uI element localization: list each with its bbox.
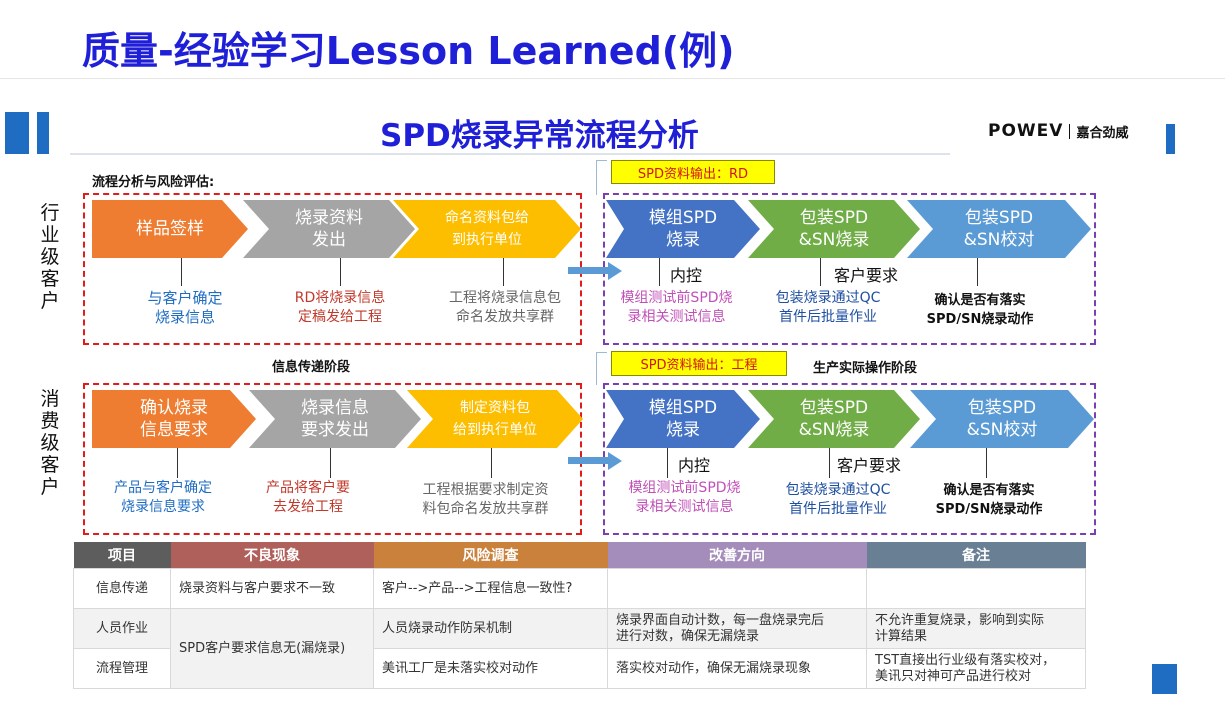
connector-line: [181, 258, 182, 286]
connector-line: [340, 258, 341, 286]
label-internal-control: 内控: [670, 266, 703, 285]
step-label: 包装SPD &SN烧录: [798, 208, 870, 250]
note-product-confirm: 产品与客户确定 烧录信息要求: [114, 480, 212, 515]
step-package-to-executor: 命名资料包给 到执行单位: [393, 200, 581, 258]
row-label-consumer: 消费级客户: [40, 388, 60, 498]
note-confirm-with-customer: 与客户确定 烧录信息: [147, 289, 223, 326]
header-risk: 风险调查: [373, 542, 608, 569]
note-confirm-burn: 确认是否有落实 SPD/SN烧录动作: [935, 483, 1043, 517]
step-module-spd-burn: 模组SPD 烧录: [606, 200, 760, 258]
step-label: 包装SPD &SN校对: [963, 208, 1035, 250]
step-label: 模组SPD 烧录: [648, 208, 718, 250]
section-title: SPD烧录异常流程分析: [380, 118, 699, 154]
lesson-summary-table: 项目 不良现象 风险调查 改善方向 备注 信息传递 烧录资料与客户要求不一致 客…: [73, 542, 1086, 689]
step-module-spd-burn: 模组SPD 烧录: [606, 390, 760, 448]
tag-bracket-top: [596, 160, 607, 195]
step-label: 包装SPD &SN烧录: [798, 398, 870, 440]
cell-improve: [607, 568, 867, 609]
table-header-row: 项目 不良现象 风险调查 改善方向 备注: [73, 542, 1086, 569]
brand-logo: POWEV 嘉合劲威: [988, 121, 1128, 141]
cell-remark: TST直接出行业级有落实校对， 美讯只对神可产品进行校对: [866, 648, 1086, 689]
connector-line: [820, 258, 821, 286]
note-module-test: 模组测试前SPD烧 录相关测试信息: [620, 290, 733, 325]
tag-rd-output: SPD资料输出：RD: [611, 160, 775, 184]
step-label: 烧录资料 发出: [295, 208, 363, 250]
table-row: 信息传递 烧录资料与客户要求不一致 客户-->产品-->工程信息一致性?: [73, 568, 1086, 609]
connector-line: [977, 258, 978, 286]
step-label: 样品签样: [136, 219, 204, 239]
note-confirm-burn: 确认是否有落实 SPD/SN烧录动作: [926, 293, 1034, 327]
connector-line: [491, 448, 492, 478]
cell-improve: 烧录界面自动计数，每一盘烧录完后 进行对数，确保无漏烧录: [607, 608, 867, 649]
deco-bar-right: [1166, 124, 1175, 154]
step-sample-signoff: 样品签样: [92, 200, 248, 258]
connector-arrow-industry: [568, 262, 622, 280]
cell-defect: 烧录资料与客户要求不一致: [170, 568, 374, 609]
phase-label-info: 信息传递阶段: [272, 360, 351, 375]
connector-arrow-consumer: [568, 452, 622, 470]
step-label: 模组SPD 烧录: [648, 398, 718, 440]
connector-line: [986, 448, 987, 478]
header-improve: 改善方向: [607, 542, 867, 569]
connector-line: [667, 448, 668, 478]
step-make-package: 制定资料包 给到执行单位: [407, 390, 583, 448]
page-title: 质量-经验学习Lesson Learned(例): [82, 29, 735, 73]
analysis-label: 流程分析与风险评估:: [92, 175, 215, 190]
cell-remark: [866, 568, 1086, 609]
connector-line: [330, 448, 331, 478]
deco-bar-left-2: [37, 112, 49, 154]
note-qc-first-article: 包装烧录通过QC 首件后批量作业: [775, 290, 881, 325]
cell-defect: SPD客户要求信息无(漏烧录): [170, 608, 374, 689]
section-divider: [70, 153, 950, 155]
cell-risk: 客户-->产品-->工程信息一致性?: [373, 568, 608, 609]
title-divider: [0, 78, 1225, 79]
logo-separator: [1069, 123, 1071, 139]
header-remark: 备注: [866, 542, 1086, 569]
connector-line: [659, 258, 660, 286]
logo-wordmark: POWEV: [988, 121, 1064, 141]
step-label: 烧录信息 要求发出: [301, 398, 369, 440]
cell-remark: 不允许重复烧录，影响到实际 计算结果: [866, 608, 1086, 649]
connector-line: [829, 448, 830, 478]
step-package-spd-sn-check: 包装SPD &SN校对: [907, 200, 1091, 258]
step-package-spd-sn-check: 包装SPD &SN校对: [910, 390, 1094, 448]
tag-bracket-bottom: [596, 352, 607, 385]
deco-square-bottom: [1152, 664, 1177, 694]
deco-bar-left-1: [5, 112, 29, 154]
tag-eng-output: SPD资料输出：工程: [611, 351, 787, 376]
note-module-test: 模组测试前SPD烧 录相关测试信息: [628, 480, 741, 515]
step-label: 制定资料包 给到执行单位: [453, 400, 537, 438]
step-burn-data-release: 烧录资料 发出: [243, 200, 415, 258]
phase-label-production: 生产实际操作阶段: [813, 361, 918, 376]
cell-risk: 人员烧录动作防呆机制: [373, 608, 608, 649]
step-confirm-burn-info: 确认烧录 信息要求: [92, 390, 256, 448]
row-label-industry: 行业级客户: [40, 202, 60, 312]
table-row: 流程管理 美讯工厂是未落实校对动作 落实校对动作，确保无漏烧录现象 TST直接出…: [73, 648, 1086, 689]
step-label: 命名资料包给 到执行单位: [445, 210, 529, 248]
note-eng-make-package: 工程根据要求制定资 料包命名发放共享群: [422, 482, 549, 517]
label-internal-control: 内控: [678, 456, 711, 475]
cell-item: 人员作业: [73, 608, 171, 649]
step-burn-info-release: 烧录信息 要求发出: [249, 390, 421, 448]
note-product-forward: 产品将客户要 去发给工程: [266, 480, 350, 515]
connector-line: [177, 448, 178, 478]
note-eng-share: 工程将烧录信息包 命名发放共享群: [449, 290, 561, 325]
cell-improve: 落实校对动作，确保无漏烧录现象: [607, 648, 867, 689]
header-defect: 不良现象: [170, 542, 374, 569]
step-label: 包装SPD &SN校对: [966, 398, 1038, 440]
cell-item: 流程管理: [73, 648, 171, 689]
label-customer-requirement: 客户要求: [837, 456, 902, 475]
table-row: 人员作业 SPD客户要求信息无(漏烧录) 人员烧录动作防呆机制 烧录界面自动计数…: [73, 608, 1086, 689]
header-item: 项目: [73, 542, 171, 569]
step-label: 确认烧录 信息要求: [140, 398, 208, 440]
cell-item: 信息传递: [73, 568, 171, 609]
logo-chinese-name: 嘉合劲威: [1076, 125, 1129, 141]
note-qc-first-article: 包装烧录通过QC 首件后批量作业: [785, 482, 891, 517]
step-package-spd-sn-burn: 包装SPD &SN烧录: [748, 390, 920, 448]
label-customer-requirement: 客户要求: [834, 266, 899, 285]
connector-line: [503, 258, 504, 286]
note-rd-finalize: RD将烧录信息 定稿发给工程: [294, 290, 386, 325]
step-package-spd-sn-burn: 包装SPD &SN烧录: [748, 200, 920, 258]
cell-risk: 美讯工厂是未落实校对动作: [373, 648, 608, 689]
